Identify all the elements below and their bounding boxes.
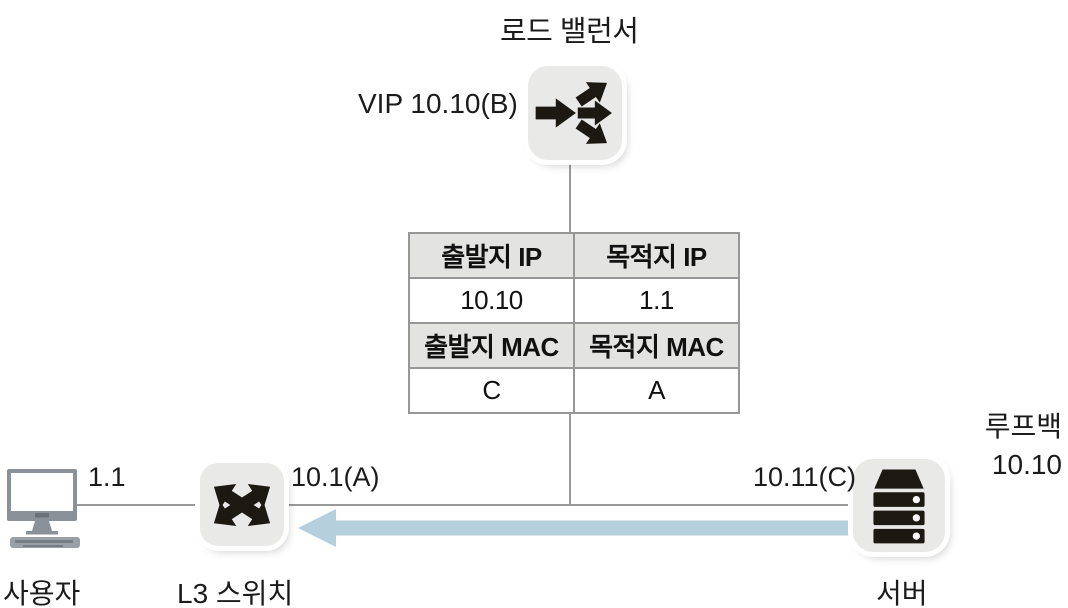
server-interface-label: 10.11(C) xyxy=(753,462,857,492)
src-mac-header: 출발지 MAC xyxy=(408,322,575,369)
src-ip-value: 10.10 xyxy=(408,277,575,324)
packet-header-table: 출발지 IP 목적지 IP 10.10 1.1 출발지 MAC 목적지 MAC … xyxy=(408,232,740,414)
loopback-title: 루프백 xyxy=(984,411,1062,442)
loopback-ip: 10.10 xyxy=(991,449,1062,480)
switch-interface-label: 10.1(A) xyxy=(291,462,380,492)
loopback-label: 루프백 10.10 xyxy=(890,408,1062,484)
desktop-computer-icon xyxy=(7,469,80,548)
vip-label: VIP 10.10(B) xyxy=(358,88,518,119)
user-ip-label: 1.1 xyxy=(88,462,126,492)
link-line-horizontal xyxy=(73,504,858,506)
src-mac-value: C xyxy=(408,367,575,414)
server-label: 서버 xyxy=(876,578,928,608)
link-line-vertical-bottom xyxy=(569,410,571,506)
dst-mac-value: A xyxy=(573,367,740,414)
table-row-ip-values: 10.10 1.1 xyxy=(408,277,740,324)
table-row-mac-values: C A xyxy=(408,367,740,414)
load-balancer-title: 로드 밸런서 xyxy=(500,16,639,48)
table-row-mac-header: 출발지 MAC 목적지 MAC xyxy=(408,322,740,369)
dst-ip-header: 목적지 IP xyxy=(573,232,740,279)
user-label: 사용자 xyxy=(3,578,81,608)
link-line-vertical-top xyxy=(569,158,571,234)
l3-switch-icon xyxy=(200,463,284,546)
dst-mac-header: 목적지 MAC xyxy=(573,322,740,369)
load-balancer-icon xyxy=(528,66,622,160)
flow-arrow-left xyxy=(298,509,856,547)
dst-ip-value: 1.1 xyxy=(573,277,740,324)
table-row-ip-header: 출발지 IP 목적지 IP xyxy=(408,232,740,279)
src-ip-header: 출발지 IP xyxy=(408,232,575,279)
server-rack-icon xyxy=(853,459,945,552)
switch-label: L3 스위치 xyxy=(177,578,294,608)
